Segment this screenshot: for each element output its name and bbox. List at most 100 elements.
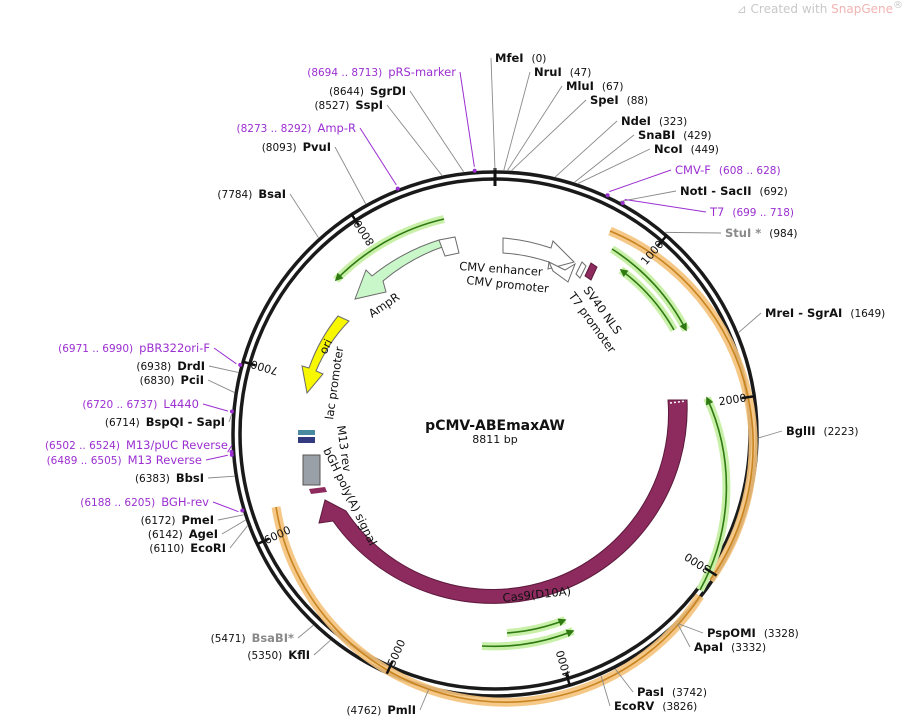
site-pos-pasi: (3742): [672, 687, 707, 699]
restriction-sites: MfeI(0)NruI(47)MluI(67)SpeI(88)NdeI(323)…: [105, 51, 885, 717]
site-leader-ndei: [554, 120, 618, 178]
site-pos-snabi: (429): [683, 130, 711, 142]
site-name-ncoi: NcoI: [654, 142, 683, 156]
green-arc-4: [481, 629, 575, 648]
site-name-bspqi-sapi: BspQI - SapI: [146, 415, 225, 429]
site-pos-bsai: (7784): [217, 189, 252, 201]
site-leader-bbsi: [207, 475, 235, 479]
site-name-apai: ApaI: [694, 640, 723, 654]
site-name-ecori: EcoRI: [190, 541, 226, 555]
site-leader-bsabi: [297, 625, 314, 639]
primer-range-prs-marker: (8694 .. 8713): [307, 67, 382, 79]
site-leader-ecori: [229, 525, 248, 549]
primer-mark-m13-reverse: [229, 452, 234, 457]
primer-leader-cmv-f: [609, 169, 672, 193]
cmv-enhancer-arrow: [502, 237, 575, 270]
site-pos-pmli: (4762): [346, 705, 381, 717]
green-arc-5: [506, 618, 567, 634]
primer-annotations: pRS-marker(8694 .. 8713)Amp-R(8273 .. 82…: [45, 65, 794, 513]
site-pos-apai: (3332): [731, 642, 766, 654]
site-name-kfli: KflI: [288, 648, 310, 662]
site-pos-spei: (88): [627, 95, 649, 107]
ruler-tick-7000: [241, 360, 256, 367]
site-name-pmei: PmeI: [182, 513, 215, 527]
cas9-start-dash: [669, 400, 687, 404]
primer-mark-t7: [620, 200, 625, 205]
site-leader-ecorv: [600, 675, 611, 707]
site-name-pcii: PciI: [181, 373, 204, 387]
site-pos-bsabi: (5471): [211, 633, 246, 645]
primer-mark-bgh-rev: [240, 508, 245, 513]
site-pos-drdi: (6938): [136, 361, 171, 373]
primer-leader-l4440: [202, 403, 229, 412]
ruler-label-3000: 3000: [682, 550, 713, 576]
primer-name-l4440: L4440: [163, 397, 199, 411]
site-name-pvui: PvuI: [303, 140, 331, 154]
site-leader-pspomi: [678, 623, 704, 634]
primer-name-m13-reverse: M13 Reverse: [128, 453, 202, 467]
ruler-tick-4000: [564, 672, 572, 687]
feature-label-ori: ori: [316, 337, 335, 357]
site-pos-ndei: (323): [659, 116, 687, 128]
primer-mark-pbr322ori-f: [238, 362, 243, 367]
ruler-label-2000: 2000: [718, 391, 748, 408]
site-pos-noti-sacii: (692): [760, 186, 788, 198]
site-pos-pspomi: (3328): [764, 628, 799, 640]
site-leader-bsai: [289, 193, 319, 238]
site-pos-mrei-sgrai: (1649): [850, 308, 885, 320]
primer-range-l4440: (6720 .. 6737): [82, 399, 157, 411]
primer-name-bgh-rev: BGH-rev: [161, 495, 209, 509]
ruler-tick-1000: [656, 234, 668, 247]
primer-leader-m13-puc-reverse: [227, 444, 233, 453]
site-name-bsabi: BsaBI*: [252, 631, 294, 645]
primer-range-pbr322ori-f: (6971 .. 6990): [58, 343, 133, 355]
ruler-label-5000: 5000: [385, 638, 408, 669]
primer-leader-pbr322ori-f: [213, 347, 237, 365]
feature-label-cmv-enhancer: CMV enhancer: [459, 259, 544, 279]
primer-range-amp-r: (8273 .. 8292): [236, 123, 311, 135]
site-leader-bspqi-sapi: [228, 413, 233, 423]
ruler-label-7000: 7000: [249, 357, 279, 377]
site-name-snabi: SnaBI: [638, 128, 675, 142]
site-pos-agei: (6142): [148, 529, 183, 541]
site-name-mrei-sgrai: MreI - SgrAI: [765, 306, 842, 320]
green-halo-arc-5: [506, 616, 567, 637]
watermark-prefix: Created with: [750, 2, 832, 16]
ampr-arrow: [354, 239, 446, 300]
primer-name-amp-r: Amp-R: [317, 121, 356, 135]
site-name-pasi: PasI: [637, 685, 664, 699]
site-pos-pcii: (6830): [140, 375, 175, 387]
site-name-sspi: SspI: [355, 98, 383, 112]
site-leader-sspi: [386, 104, 443, 176]
ruler-tick-2000: [741, 394, 756, 400]
primer-range-cmv-f: (608 .. 628): [719, 165, 781, 177]
site-name-stui: StuI *: [725, 226, 761, 240]
ruler-tick-3000: [704, 567, 718, 577]
site-pos-bbsi: (6383): [135, 473, 170, 485]
ruler-tick-5000: [385, 660, 394, 675]
primer-name-cmv-f: CMV-F: [675, 163, 711, 177]
site-name-bbsi: BbsI: [176, 471, 204, 485]
green-arc-3: [699, 396, 728, 591]
site-leader-sgrdi: [409, 90, 465, 173]
site-pos-pvui: (8093): [262, 142, 297, 154]
ruler-label-8000: 8000: [351, 217, 377, 248]
green-arc-6: [334, 218, 445, 282]
site-pos-sgrdi: (8644): [329, 86, 364, 98]
site-pos-mlui: (67): [602, 81, 624, 93]
site-pos-bspqi-sapi: (6714): [105, 417, 140, 429]
site-leader-ncoi: [577, 148, 651, 184]
site-leader-pvui: [334, 146, 367, 205]
m13-rev-box: [298, 437, 315, 443]
site-leader-stui: [665, 231, 722, 234]
site-name-mfei: MfeI: [495, 51, 524, 65]
primer-mark-l4440: [229, 409, 234, 414]
primer-leader-m13-reverse: [205, 454, 228, 461]
watermark-brand: SnapGene: [831, 2, 893, 16]
site-leader-apai: [677, 624, 691, 648]
site-pos-mfei: (0): [532, 53, 547, 65]
site-leader-pcii: [207, 379, 235, 393]
ori-arrow: [301, 315, 350, 395]
site-leader-pmli: [419, 689, 430, 711]
